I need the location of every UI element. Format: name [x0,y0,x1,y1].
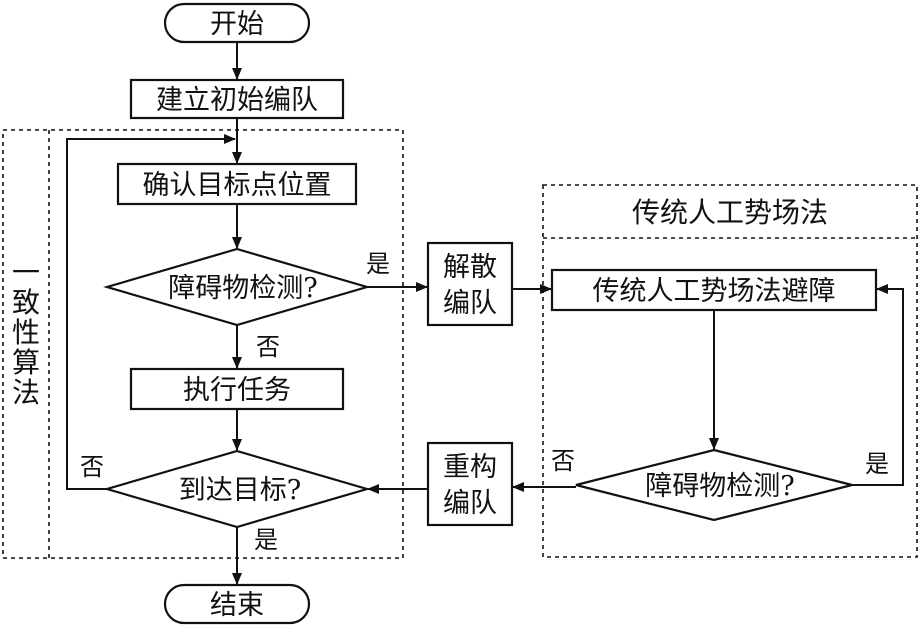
reform-label-line1: 重构 [443,452,497,483]
build-formation-node [129,78,345,120]
edge-label-yes-1: 是 [366,250,390,278]
obstacle-detect-1-label: 障碍物检测? [168,273,317,304]
disband-label-line2: 编队 [443,288,497,319]
reform-label-line2: 编队 [443,488,497,519]
obstacle-detect-2-node [575,448,853,522]
edge-label-no-3: 否 [551,447,575,475]
disband-label-line1: 解散 [443,252,497,283]
edge-reach-loop [66,134,236,490]
edge-detect2-loop [852,284,904,486]
edge-label-yes-3: 是 [865,450,889,478]
reform-formation-node [426,441,514,527]
consensus-group-label: 一 致 性 算 法 [12,256,40,409]
svg-text:致: 致 [12,286,40,319]
apf-group-title: 传统人工势场法 [632,196,828,229]
svg-text:性: 性 [12,316,40,349]
confirm-target-node [116,162,358,206]
build-formation-label: 建立初始编队 [156,85,318,116]
edge-label-yes-2: 是 [254,526,278,554]
svg-text:算: 算 [12,346,40,379]
apf-avoid-label: 传统人工势场法避障 [593,276,836,307]
svg-text:法: 法 [12,376,40,409]
edge-label-no-2: 否 [80,453,104,481]
consensus-group-outer [2,129,404,559]
execute-task-node [129,367,345,411]
confirm-target-label: 确认目标点位置 [143,170,332,201]
obstacle-detect-2-label: 障碍物检测? [645,471,794,502]
svg-text:一: 一 [12,256,40,289]
reach-target-label: 到达目标? [179,475,301,506]
end-node [163,583,311,625]
end-label: 结束 [210,590,264,621]
apf-group-outer [542,184,918,558]
start-label: 开始 [210,9,264,40]
execute-task-label: 执行任务 [183,375,291,406]
disband-formation-node [426,241,514,327]
edge-label-no-1: 否 [256,333,280,361]
apf-avoid-node [550,268,878,312]
